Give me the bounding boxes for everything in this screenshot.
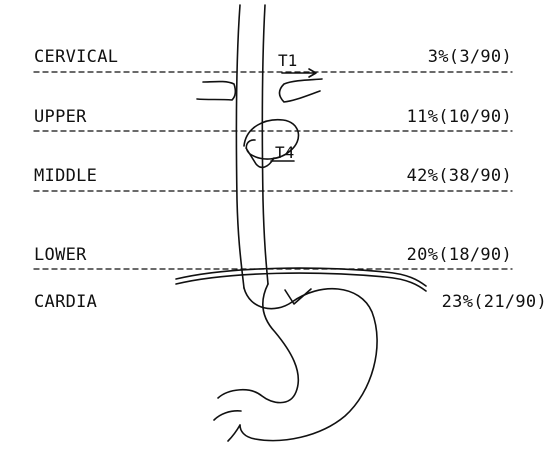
region-percent-cervical: 3%(3/90) (342, 47, 512, 67)
vertebra-label-t4: T4 (275, 144, 294, 162)
region-label-upper: UPPER (34, 107, 87, 127)
left-clavicle (197, 82, 235, 101)
vertebra-label-t1: T1 (278, 52, 297, 70)
stomach-pylorus (214, 411, 241, 441)
stomach-outer-curve (240, 288, 377, 441)
stomach-inner-curve (218, 284, 298, 403)
region-percent-cardia: 23%(21/90) (372, 292, 547, 312)
esophagus-left-wall (236, 5, 244, 288)
esophagus-right-wall (262, 5, 268, 284)
region-label-cervical: CERVICAL (34, 47, 118, 67)
t1-arrow (282, 69, 316, 77)
region-label-cardia: CARDIA (34, 292, 97, 312)
region-label-middle: MIDDLE (34, 166, 97, 186)
region-percent-lower: 20%(18/90) (342, 245, 512, 265)
region-percent-upper: 11%(10/90) (342, 107, 512, 127)
right-clavicle (280, 79, 323, 102)
region-percent-middle: 42%(38/90) (342, 166, 512, 186)
cardia-wedge (285, 289, 311, 304)
diaphragm-lower (176, 273, 426, 291)
region-label-lower: LOWER (34, 245, 87, 265)
